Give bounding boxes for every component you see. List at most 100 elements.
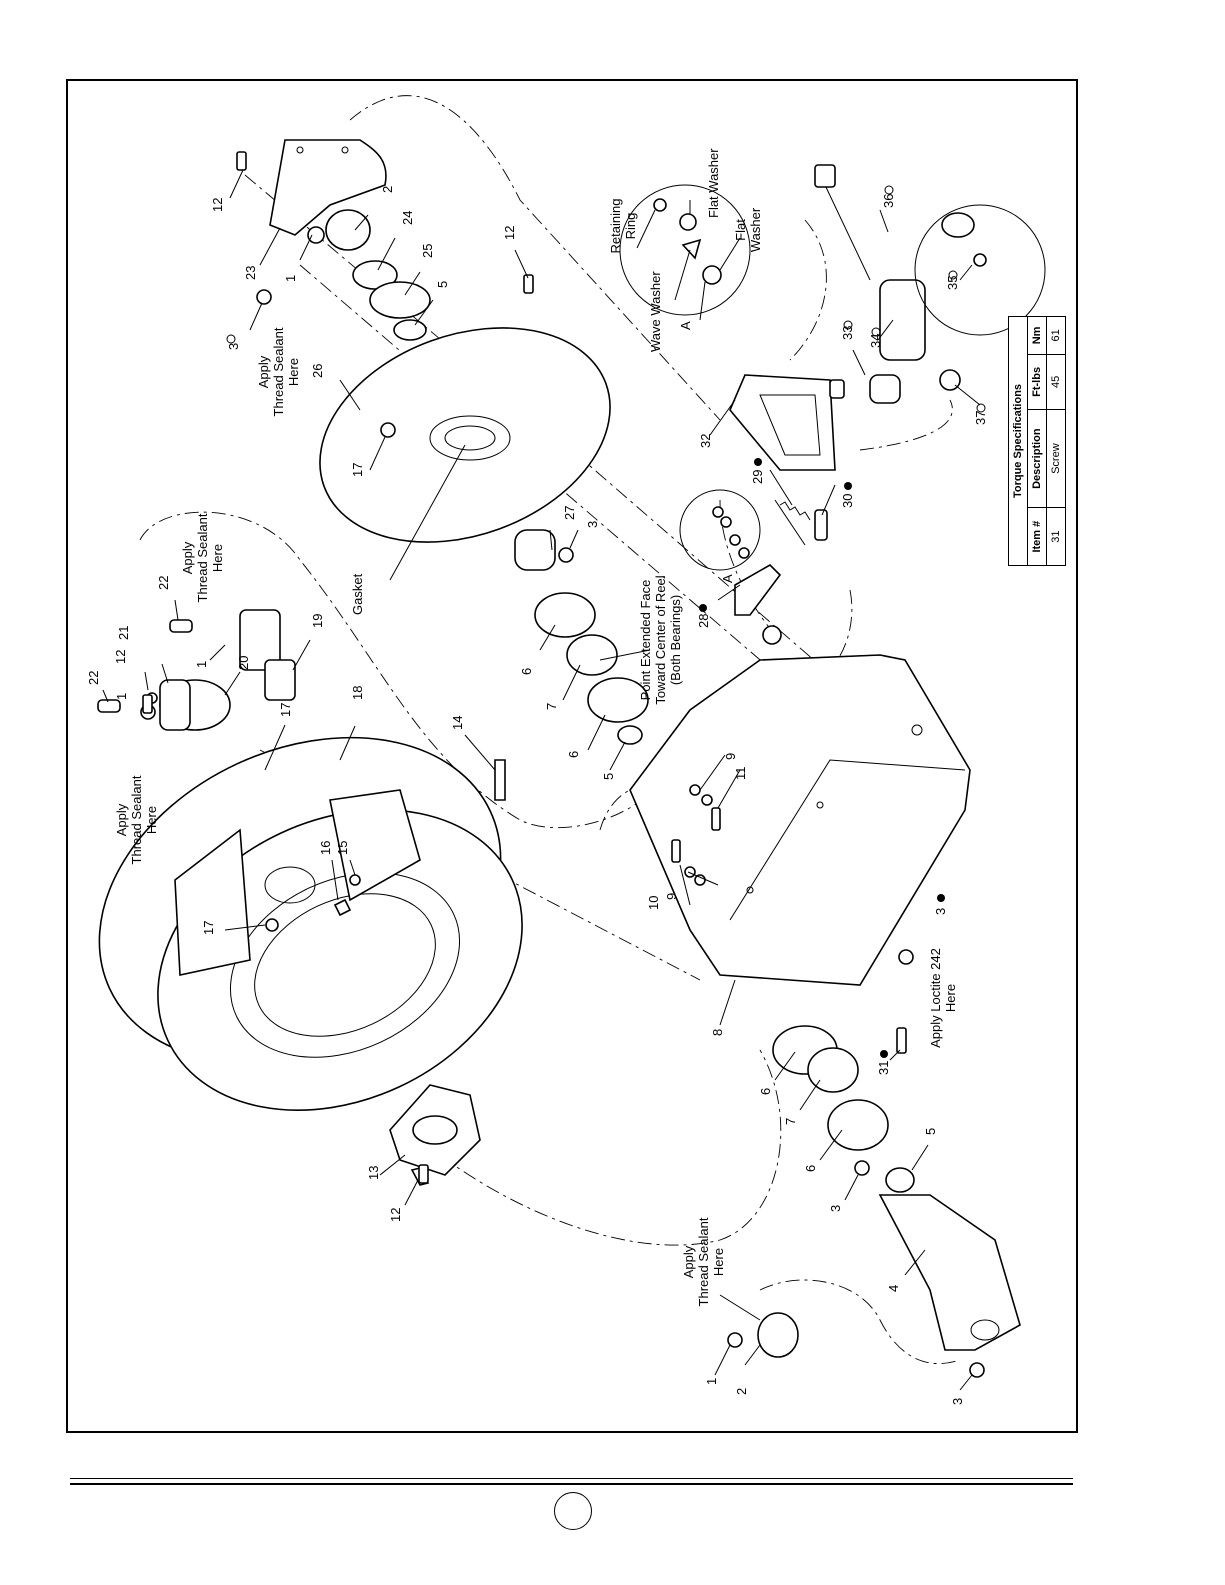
callout-27: 27: [562, 506, 577, 520]
col-ftlbs: Ft-lbs: [1027, 354, 1047, 410]
note-point-extended-face: Point Extended Face Toward Center of Ree…: [638, 575, 683, 704]
small-fasteners: [142, 151, 534, 1184]
svg-text:Apply: Apply: [114, 803, 129, 836]
callout-15: 15: [335, 841, 350, 855]
bushing-27: [514, 529, 574, 571]
callout-24: 24: [400, 211, 415, 225]
callout-3: 3: [585, 521, 600, 528]
callout-12: 12: [113, 650, 128, 664]
footer-rule-top: [70, 1478, 1073, 1479]
svg-text:Point Extended Face: Point Extended Face: [638, 580, 653, 701]
fasteners-9-10-11: [671, 784, 721, 886]
svg-text:Thread Sealant: Thread Sealant: [129, 775, 144, 864]
callout-7: 7: [783, 1118, 798, 1125]
callout-4: 4: [886, 1285, 901, 1292]
svg-text:Apply: Apply: [256, 355, 271, 388]
col-nm: Nm: [1027, 316, 1047, 355]
svg-text:Thread Sealant: Thread Sealant: [271, 327, 286, 416]
callout-12: 12: [210, 198, 225, 212]
note-thread-sealant-left: Apply Thread Sealant Here: [114, 775, 159, 864]
note-thread-sealant-top: Apply Thread Sealant Here: [256, 327, 301, 416]
callout-25: 25: [420, 244, 435, 258]
callout-32: 32: [698, 434, 713, 448]
spring-assembly: [679, 489, 828, 645]
cell-item: 31: [1046, 507, 1066, 566]
callout-14: 14: [450, 716, 465, 730]
bearing-flange-upper: [534, 592, 649, 745]
callout-37: 37: [973, 411, 988, 425]
svg-text:Washer: Washer: [748, 207, 763, 252]
callout-2: 2: [734, 1388, 749, 1395]
callout-3: 3: [226, 343, 241, 350]
svg-text:Here: Here: [286, 358, 301, 386]
callout-5: 5: [435, 281, 450, 288]
reel-drum-18: [98, 736, 523, 1111]
callout-22: 22: [86, 671, 101, 685]
hub-assembly-bottom: [727, 1312, 799, 1358]
callout-35: 35: [945, 276, 960, 290]
callout-34: 34: [868, 334, 883, 348]
drive-gear-13: [389, 1084, 481, 1186]
svg-text:Here: Here: [210, 544, 225, 572]
callout-23: 23: [243, 266, 258, 280]
callout-1: 1: [114, 693, 129, 700]
callout-labels: 12 23 1 2 24 25 5 3 26 17 12 27 3 6 7 6 …: [86, 186, 988, 1405]
callout-33: 33: [840, 326, 855, 340]
callout-1: 1: [704, 1378, 719, 1385]
svg-text:Flat: Flat: [733, 219, 748, 241]
table-row: 31 Screw 45 61: [1046, 316, 1066, 566]
note-thread-sealant-mid: Apply Thread Sealant Here: [180, 513, 225, 602]
callout-12: 12: [388, 1208, 403, 1222]
note-flat-washer: Flat Washer: [706, 148, 721, 218]
cell-ftlbs: 45: [1046, 354, 1066, 410]
col-item: Item #: [1027, 507, 1047, 566]
svg-text:Retaining: Retaining: [608, 199, 623, 254]
svg-text:(Both Bearings): (Both Bearings): [668, 595, 683, 685]
svg-text:Apply: Apply: [681, 1245, 696, 1278]
callout-20: 20: [236, 656, 251, 670]
callout-11: 11: [733, 767, 748, 781]
callout-6: 6: [803, 1165, 818, 1172]
callout-markers: [226, 185, 986, 1058]
page-number-circle: [554, 1492, 592, 1530]
callout-22: 22: [156, 576, 171, 590]
callout-6: 6: [758, 1088, 773, 1095]
callout-3: 3: [933, 908, 948, 915]
callout-A: A: [678, 321, 693, 330]
callout-19: 19: [310, 614, 325, 628]
callout-3: 3: [828, 1205, 843, 1212]
callout-2: 2: [380, 186, 395, 193]
callout-12: 12: [502, 226, 517, 240]
callout-10: 10: [646, 896, 661, 910]
main-frame-8: [629, 654, 971, 986]
col-description: Description: [1027, 409, 1047, 508]
table-title: Torque Specifications: [1008, 316, 1028, 566]
cell-description: Screw: [1046, 409, 1066, 508]
callout-6: 6: [566, 751, 581, 758]
svg-text:Here: Here: [144, 806, 159, 834]
note-thread-sealant-bottom: Apply Thread Sealant Here: [681, 1217, 726, 1306]
cell-nm: 61: [1046, 316, 1066, 355]
note-wave-washer: Wave Washer: [648, 271, 663, 352]
callout-21: 21: [116, 626, 131, 640]
callout-8: 8: [710, 1029, 725, 1036]
callout-6: 6: [519, 668, 534, 675]
bearing-flange-lower: [772, 949, 915, 1193]
svg-text:Toward Center of Reel: Toward Center of Reel: [653, 575, 668, 704]
note-retaining-ring: Retaining Ring: [608, 199, 638, 254]
callout-5: 5: [601, 773, 616, 780]
callout-5: 5: [923, 1128, 938, 1135]
callout-7: 7: [544, 703, 559, 710]
svg-text:Apply Loctite 242: Apply Loctite 242: [928, 948, 943, 1048]
callout-16: 16: [318, 841, 333, 855]
callout-17: 17: [201, 921, 216, 935]
callout-17: 17: [278, 703, 293, 717]
svg-text:Apply: Apply: [180, 541, 195, 574]
callout-9: 9: [723, 753, 738, 760]
bracket-4: [878, 1194, 1021, 1378]
annotation-notes: Apply Thread Sealant Here Apply Thread S…: [114, 148, 958, 1307]
callout-A: A: [720, 574, 735, 583]
callout-18: 18: [350, 686, 365, 700]
handle-assembly: [619, 164, 1046, 404]
